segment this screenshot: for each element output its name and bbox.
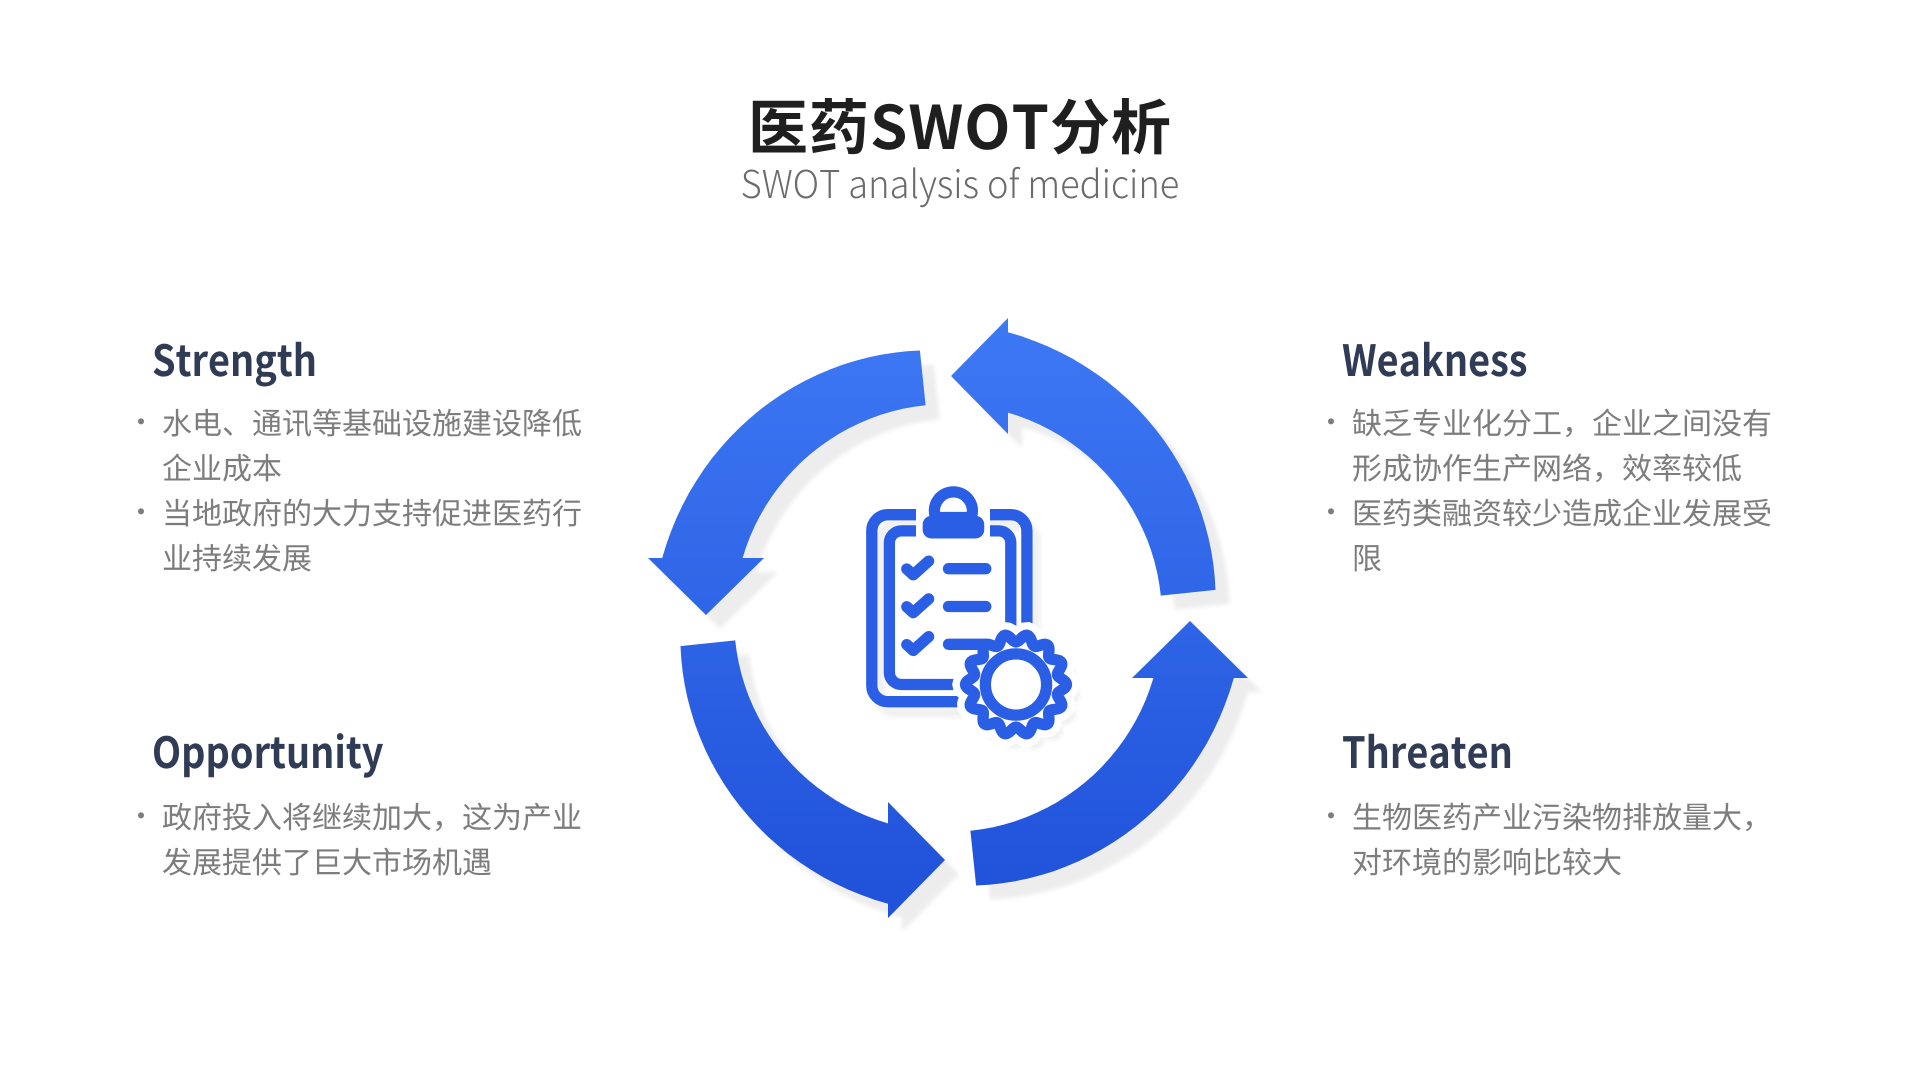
list-item: •政府投入将继续加大，这为产业发展提供了巨大市场机遇 — [127, 793, 615, 883]
certificate-rosette-icon — [966, 635, 1067, 734]
quadrant-opportunity: Opportunity •政府投入将继续加大，这为产业发展提供了巨大市场机遇 — [127, 719, 615, 883]
list-item: •当地政府的大力支持促进医药行业持续发展 — [127, 489, 615, 579]
weakness-bullet-list: •缺乏专业化分工，企业之间没有形成协作生产网络，效率较低 •医药类融资较少造成企… — [1317, 399, 1805, 579]
bullet-dot-icon: • — [127, 795, 156, 835]
bullet-text: 政府投入将继续加大，这为产业发展提供了巨大市场机遇 — [162, 793, 582, 882]
quadrant-strength: Strength •水电、通讯等基础设施建设降低企业成本 •当地政府的大力支持促… — [127, 327, 615, 579]
bullet-text: 医药类融资较少造成企业发展受限 — [1352, 489, 1772, 578]
swot-cycle-diagram — [600, 270, 1300, 970]
diagram-canvas — [648, 318, 1262, 932]
quadrant-threaten: Threaten •生物医药产业污染物排放量大，对环境的影响比较大 — [1317, 719, 1805, 883]
bullet-dot-icon: • — [1317, 795, 1346, 835]
bullet-dot-icon: • — [1317, 491, 1346, 531]
bullet-text: 生物医药产业污染物排放量大，对环境的影响比较大 — [1352, 793, 1772, 882]
threaten-heading: Threaten — [1342, 719, 1513, 781]
weakness-heading: Weakness — [1342, 327, 1528, 389]
opportunity-heading: Opportunity — [152, 719, 384, 781]
slide-title: 医药SWOT分析 — [747, 80, 1173, 167]
slide-subtitle: SWOT analysis of medicine — [740, 154, 1180, 210]
bullet-dot-icon: • — [1317, 401, 1346, 441]
list-item: •医药类融资较少造成企业发展受限 — [1317, 489, 1805, 579]
bullet-text: 当地政府的大力支持促进医药行业持续发展 — [162, 489, 582, 578]
strength-heading: Strength — [152, 327, 318, 389]
list-item: •水电、通讯等基础设施建设降低企业成本 — [127, 399, 615, 489]
bullet-dot-icon: • — [127, 401, 156, 441]
threaten-bullet-list: •生物医药产业污染物排放量大，对环境的影响比较大 — [1317, 793, 1805, 883]
strength-bullet-list: •水电、通讯等基础设施建设降低企业成本 •当地政府的大力支持促进医药行业持续发展 — [127, 399, 615, 579]
quadrant-weakness: Weakness •缺乏专业化分工，企业之间没有形成协作生产网络，效率较低 •医… — [1317, 327, 1805, 579]
bullet-text: 水电、通讯等基础设施建设降低企业成本 — [162, 399, 582, 488]
list-item: •生物医药产业污染物排放量大，对环境的影响比较大 — [1317, 793, 1805, 883]
bullet-dot-icon: • — [127, 491, 156, 531]
list-item: •缺乏专业化分工，企业之间没有形成协作生产网络，效率较低 — [1317, 399, 1805, 489]
clipboard-checklist-icon — [866, 486, 1067, 734]
bullet-text: 缺乏专业化分工，企业之间没有形成协作生产网络，效率较低 — [1352, 399, 1772, 488]
opportunity-bullet-list: •政府投入将继续加大，这为产业发展提供了巨大市场机遇 — [127, 793, 615, 883]
